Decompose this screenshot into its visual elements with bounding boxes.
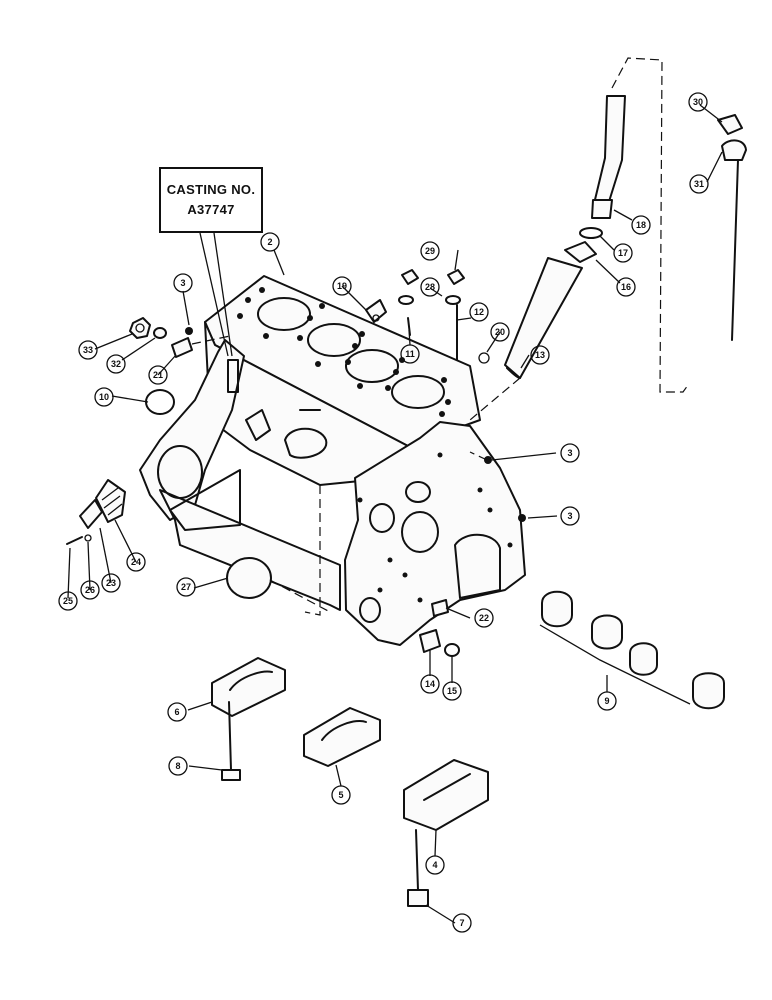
callout-10: 10: [94, 387, 114, 407]
callout-32: 32: [106, 354, 126, 374]
callout-15: 15: [442, 681, 462, 701]
callout-3: 3: [173, 273, 193, 293]
svg-text:27: 27: [181, 582, 191, 592]
callout-26: 26: [80, 580, 100, 600]
svg-text:3: 3: [567, 448, 572, 458]
callout-3: 3: [560, 443, 580, 463]
callout-30: 30: [688, 92, 708, 112]
svg-text:32: 32: [111, 359, 121, 369]
callout-6: 6: [167, 702, 187, 722]
svg-text:17: 17: [618, 248, 628, 258]
svg-text:7: 7: [459, 918, 464, 928]
svg-text:9: 9: [604, 696, 609, 706]
svg-text:19: 19: [337, 281, 347, 291]
callout-20: 20: [490, 322, 510, 342]
svg-text:15: 15: [447, 686, 457, 696]
callout-23: 23: [101, 573, 121, 593]
svg-text:10: 10: [99, 392, 109, 402]
svg-text:14: 14: [425, 679, 435, 689]
callout-31: 31: [689, 174, 709, 194]
svg-text:4: 4: [432, 860, 437, 870]
callout-8: 8: [168, 756, 188, 776]
callout-7: 7: [452, 913, 472, 933]
callout-28: 28: [420, 277, 440, 297]
svg-text:2: 2: [267, 237, 272, 247]
svg-text:8: 8: [175, 761, 180, 771]
callout-27: 27: [176, 577, 196, 597]
svg-text:30: 30: [693, 97, 703, 107]
svg-text:13: 13: [535, 350, 545, 360]
cylinder-block: [139, 275, 526, 646]
svg-text:20: 20: [495, 327, 505, 337]
svg-text:22: 22: [479, 613, 489, 623]
callout-16: 16: [616, 277, 636, 297]
svg-text:29: 29: [425, 246, 435, 256]
callout-2: 2: [260, 232, 280, 252]
svg-text:24: 24: [131, 557, 141, 567]
callout-19: 19: [332, 276, 352, 296]
svg-text:21: 21: [153, 370, 163, 380]
svg-text:23: 23: [106, 578, 116, 588]
callout-24: 24: [126, 552, 146, 572]
svg-text:28: 28: [425, 282, 435, 292]
callout-18: 18: [631, 215, 651, 235]
casting-label-line1: CASTING NO.: [166, 182, 256, 197]
callout-3: 3: [560, 506, 580, 526]
casting-label-line2: A37747: [187, 202, 235, 217]
dipstick-routing-line: [611, 57, 689, 393]
callout-33: 33: [78, 340, 98, 360]
svg-text:3: 3: [180, 278, 185, 288]
callout-4: 4: [425, 855, 445, 875]
callout-25: 25: [58, 591, 78, 611]
svg-text:11: 11: [405, 349, 415, 359]
callout-5: 5: [331, 785, 351, 805]
callout-12: 12: [469, 302, 489, 322]
callout-21: 21: [148, 365, 168, 385]
callout-29: 29: [420, 241, 440, 261]
svg-text:3: 3: [567, 511, 572, 521]
callout-13: 13: [530, 345, 550, 365]
svg-text:5: 5: [338, 790, 343, 800]
callout-9: 9: [597, 691, 617, 711]
casting-number-label: CASTING NO. A37747: [159, 167, 263, 233]
svg-text:18: 18: [636, 220, 646, 230]
svg-text:6: 6: [174, 707, 179, 717]
callout-11: 11: [400, 344, 420, 364]
svg-text:12: 12: [474, 307, 484, 317]
callout-17: 17: [613, 243, 633, 263]
svg-text:26: 26: [85, 585, 95, 595]
callout-14: 14: [420, 674, 440, 694]
svg-text:31: 31: [694, 179, 704, 189]
svg-text:33: 33: [83, 345, 93, 355]
callout-22: 22: [474, 608, 494, 628]
svg-text:25: 25: [63, 596, 73, 606]
svg-text:16: 16: [621, 282, 631, 292]
